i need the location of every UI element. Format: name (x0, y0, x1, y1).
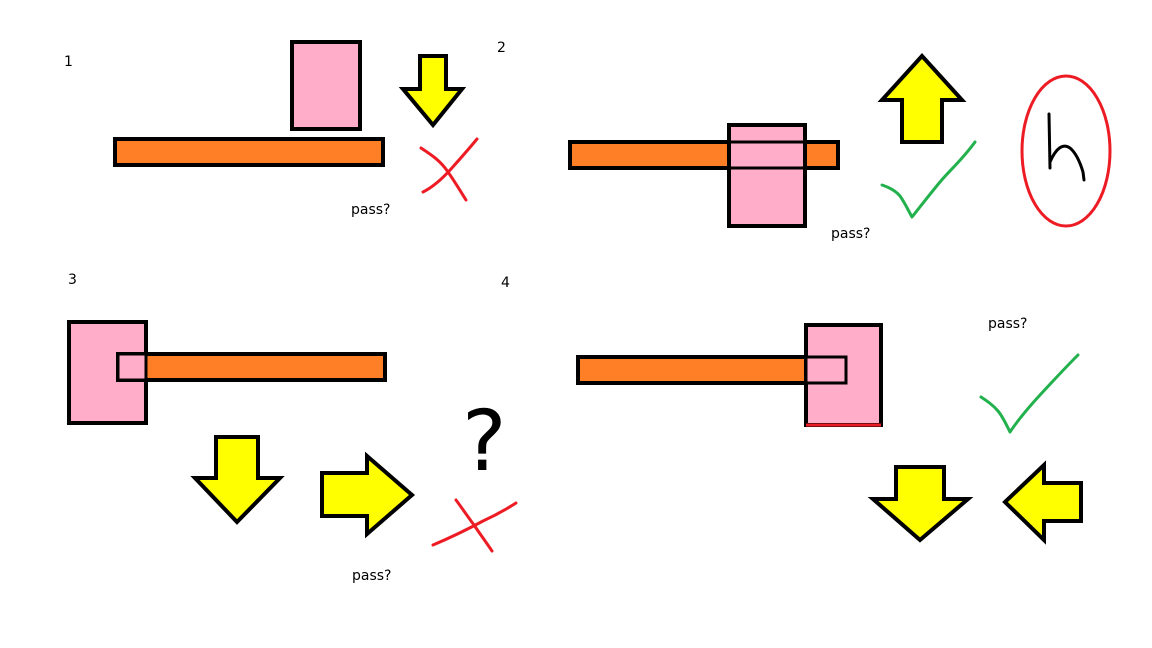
pass-question-label: pass? (831, 226, 870, 242)
panel-3: 3 ? pass? (67, 272, 518, 584)
arrow-up-icon (877, 53, 967, 144)
orange-bar (576, 355, 848, 385)
panel-4-number: 4 (501, 275, 510, 291)
cross-icon (419, 137, 479, 202)
arrow-down-icon (398, 54, 467, 129)
overlap-region (804, 355, 848, 385)
panel-1-number: 1 (64, 54, 73, 70)
orange-bar (116, 352, 387, 382)
arrow-down-icon (190, 435, 285, 525)
pass-question-label: pass? (351, 202, 390, 218)
checkmark-icon (979, 353, 1080, 434)
orange-bar (113, 137, 385, 167)
arrow-left-icon (1002, 460, 1083, 545)
checkmark-icon (880, 140, 977, 219)
pass-question-label: pass? (352, 568, 391, 584)
panel-4: 4 pass? (501, 275, 1083, 545)
pink-box (727, 123, 807, 228)
question-mark-glyph: ? (462, 392, 507, 490)
panel-2: 2 pass? (497, 40, 1112, 242)
panel-1: 1 pass? (64, 40, 479, 218)
handwritten-h-glyph (1047, 112, 1086, 182)
panel-2-number: 2 (497, 40, 506, 56)
pass-question-label: pass? (988, 316, 1027, 332)
arrow-right-icon (320, 451, 416, 539)
red-circle (1020, 74, 1112, 228)
arrow-down-icon (867, 465, 974, 543)
circled-h-symbol (1020, 74, 1112, 228)
cross-icon (431, 498, 518, 553)
panel-3-number: 3 (68, 272, 77, 288)
overlap-region (116, 352, 148, 382)
pink-box (290, 40, 362, 131)
